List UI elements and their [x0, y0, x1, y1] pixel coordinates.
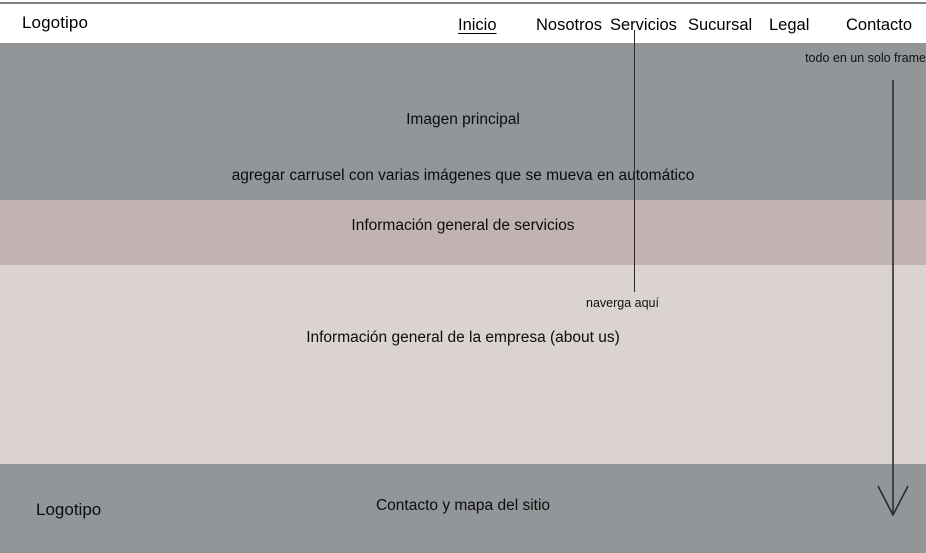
nav-item-servicios[interactable]: Servicios	[610, 16, 677, 34]
servicios-leader-line	[634, 30, 635, 292]
nav-item-contacto[interactable]: Contacto	[846, 16, 913, 34]
about-section	[0, 265, 926, 464]
footer-section	[0, 464, 926, 553]
nav-item-sucursal[interactable]: Sucursal	[688, 16, 753, 34]
hero-section	[0, 43, 926, 200]
hero-title: Imagen principal	[406, 111, 520, 128]
hero-carousel-note: agregar carrusel con varias imágenes que…	[231, 167, 695, 184]
annotation-navigate-here: naverga aquí	[586, 296, 659, 310]
nav-item-inicio[interactable]: Inicio	[458, 16, 497, 34]
footer-title: Contacto y mapa del sitio	[375, 497, 551, 514]
header-logo[interactable]: Logotipo	[22, 13, 89, 32]
annotation-single-frame: todo en un solo frame	[805, 51, 926, 65]
nav-item-nosotros[interactable]: Nosotros	[536, 16, 603, 34]
footer-logo[interactable]: Logotipo	[36, 500, 102, 519]
site-header: Logotipo Inicio Nosotros Servicios Sucur…	[0, 4, 926, 43]
about-title: Información general de la empresa (about…	[306, 329, 620, 346]
single-frame-arrow-icon	[877, 80, 909, 517]
top-divider	[0, 2, 926, 4]
nav-item-legal[interactable]: Legal	[769, 16, 810, 34]
main-navigation: Inicio Nosotros Servicios Sucursal Legal…	[450, 14, 926, 40]
services-title: Información general de servicios	[351, 217, 575, 234]
services-section	[0, 200, 926, 265]
